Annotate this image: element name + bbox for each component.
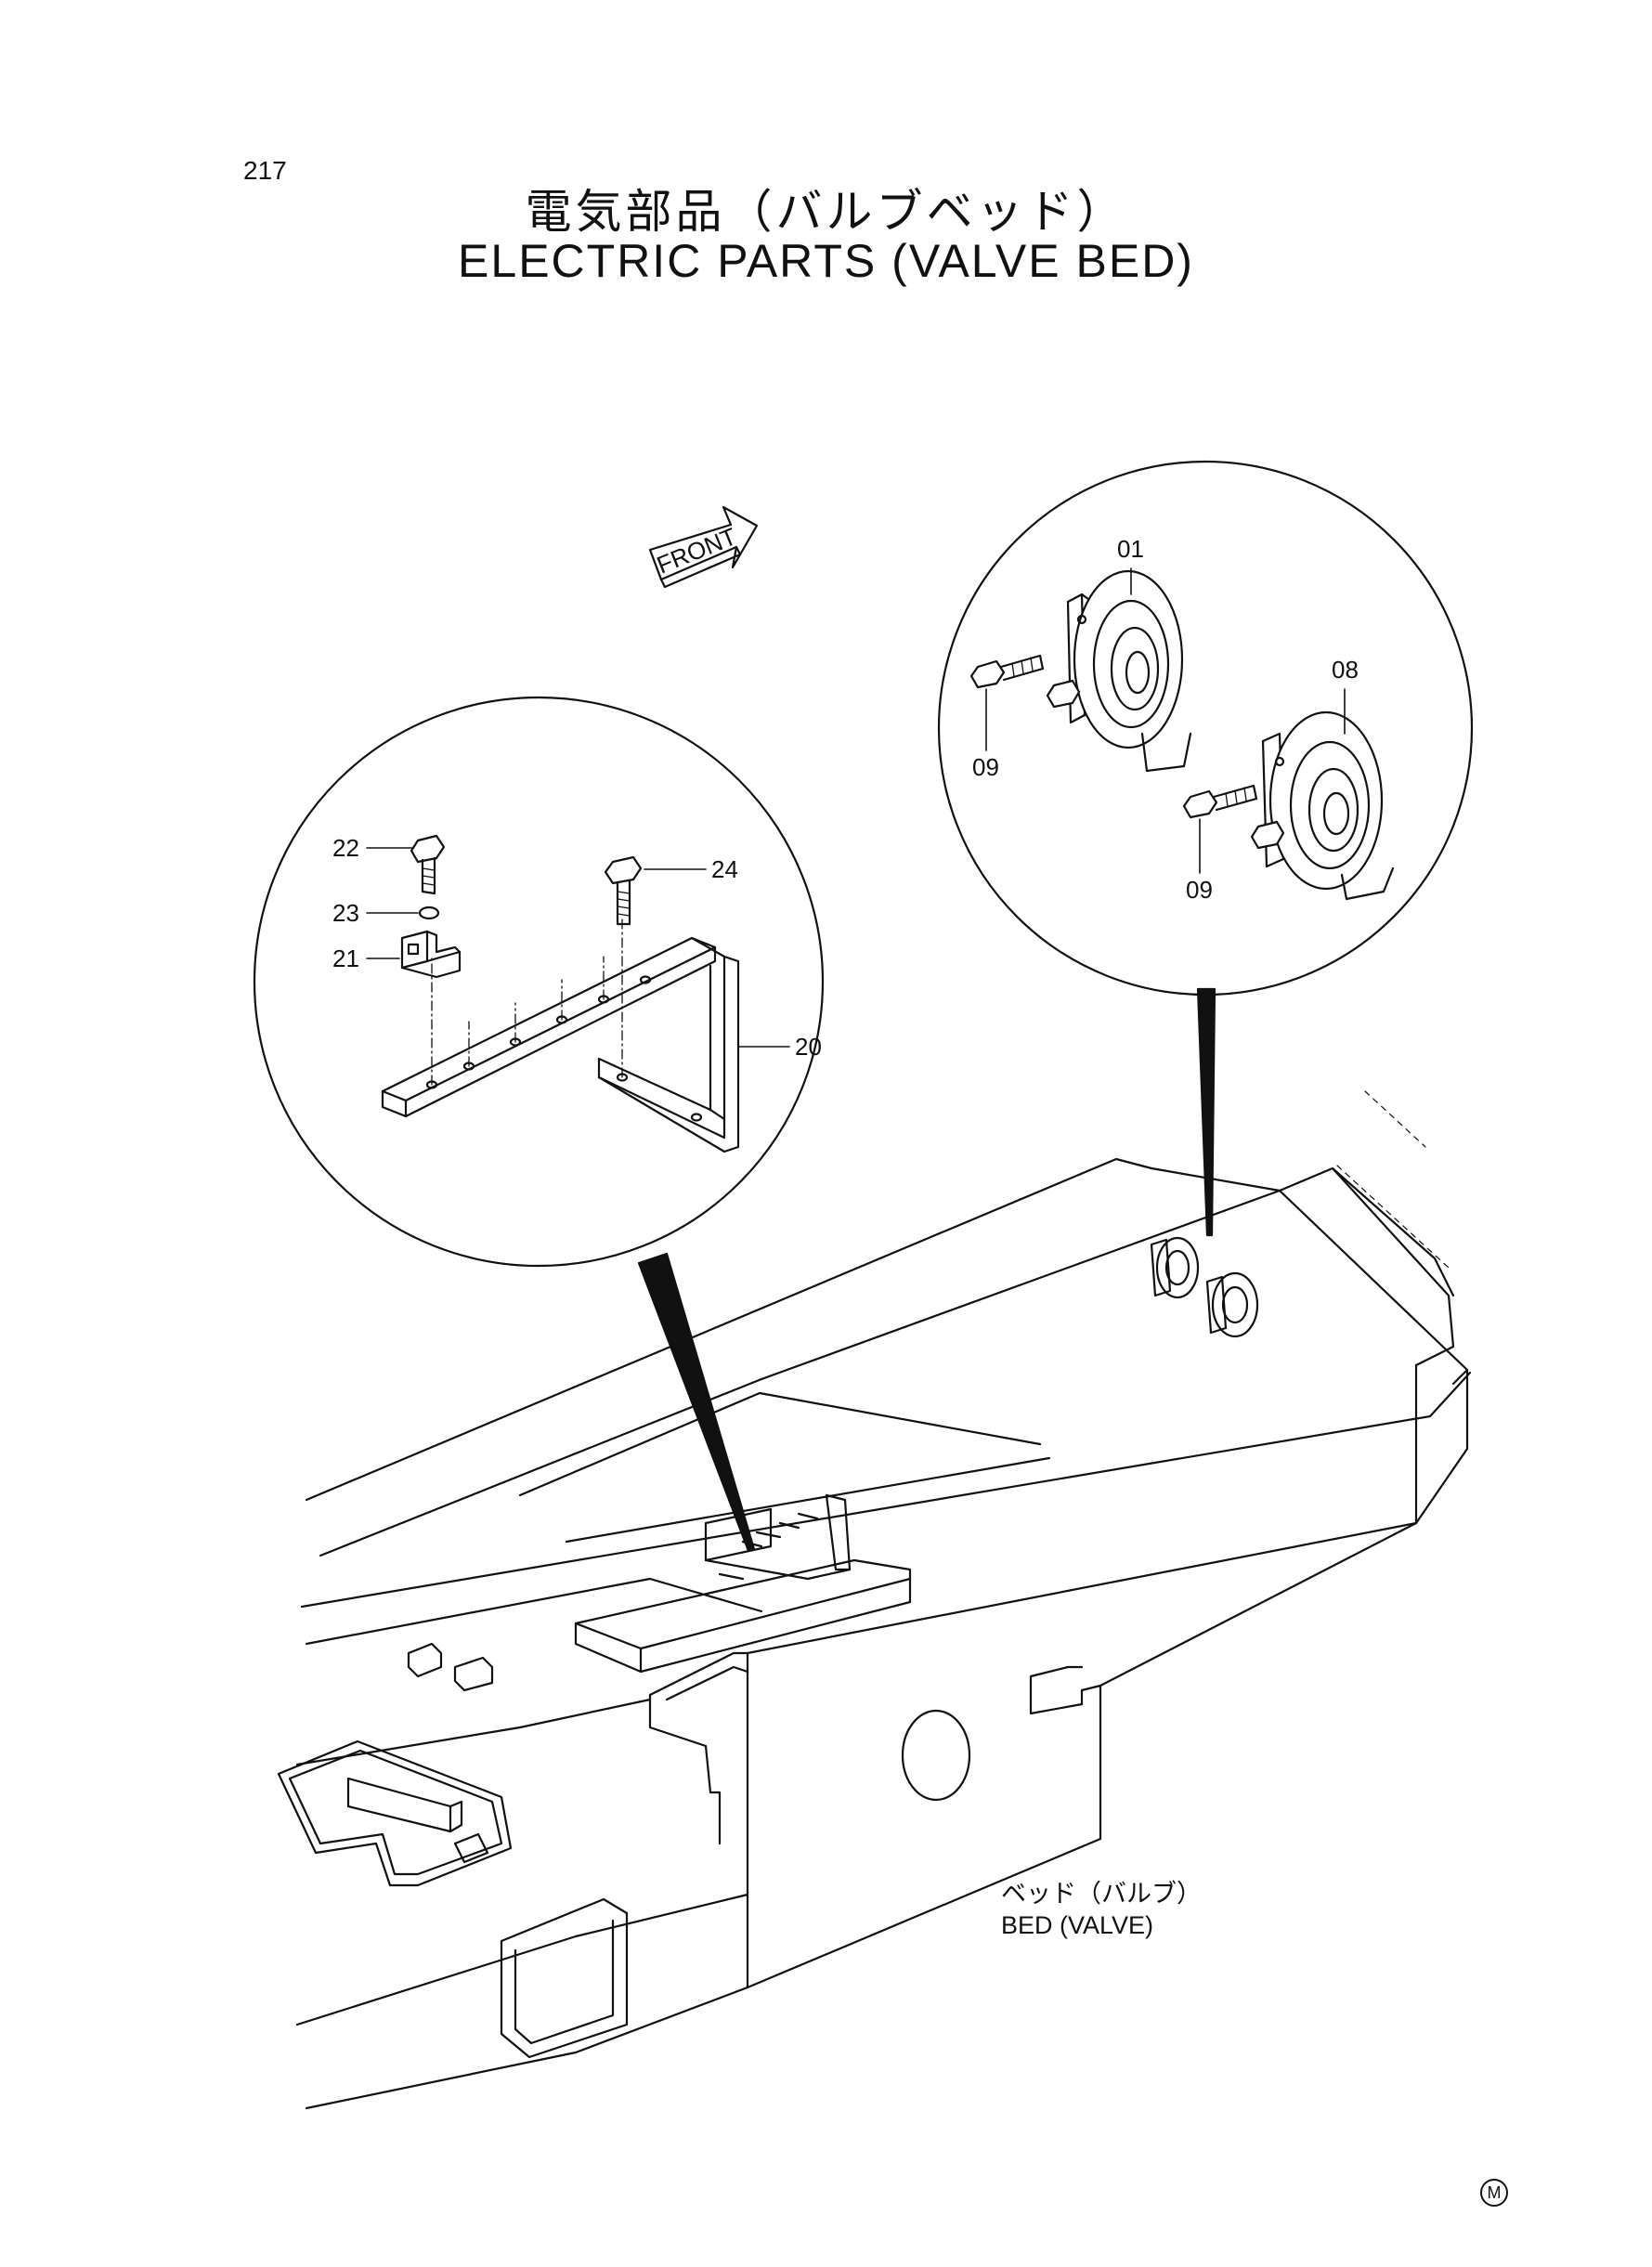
washer-23-icon (418, 905, 440, 920)
front-arrow-icon: FRONT (648, 505, 759, 589)
horn-08-icon (1250, 710, 1395, 901)
page-title-english: ELECTRIC PARTS (VALVE BED) (458, 235, 1194, 287)
callout-09-upper: 09 (972, 753, 999, 781)
leader-wedge-bracket (637, 1252, 756, 1553)
valve-bed-frame (277, 1090, 1472, 2110)
callout-01: 01 (1117, 535, 1144, 563)
callout-20: 20 (795, 1033, 822, 1061)
horn-01-icon (1046, 569, 1192, 773)
detail-circle-horns: 01 08 09 09 (937, 460, 1474, 997)
page-title-japanese: 電気部品（バルブベッド） (525, 185, 1127, 239)
bolt-09-lower-icon (1182, 784, 1258, 819)
horn-on-bed-upper-icon (1150, 1236, 1200, 1299)
callout-08: 08 (1332, 656, 1359, 684)
valve-bed-label: ベッド（バルブ） BED (VALVE) (1001, 1878, 1202, 1941)
bolt-22-icon (410, 834, 446, 895)
clamp-21-icon (400, 930, 462, 979)
bolt-09-upper-icon (969, 654, 1045, 689)
horn-on-bed-lower-icon (1205, 1271, 1259, 1338)
callout-09-lower: 09 (1186, 876, 1213, 904)
valve-bed-label-english: BED (VALVE) (1001, 1911, 1154, 1939)
page-number: 217 (243, 156, 287, 185)
bolt-24-icon (604, 855, 643, 926)
leader-wedge-horns (1196, 987, 1216, 1237)
corner-mark-badge: M (1480, 2179, 1508, 2207)
valve-bed-label-japanese: ベッド（バルブ） (1001, 1880, 1202, 1908)
callout-23: 23 (332, 899, 359, 927)
detail-circle-bracket: 22 23 21 24 20 (253, 696, 825, 1268)
front-arrow-label: FRONT (653, 522, 740, 579)
callout-24: 24 (711, 855, 738, 883)
callout-21: 21 (332, 945, 359, 972)
callout-22: 22 (332, 834, 359, 862)
